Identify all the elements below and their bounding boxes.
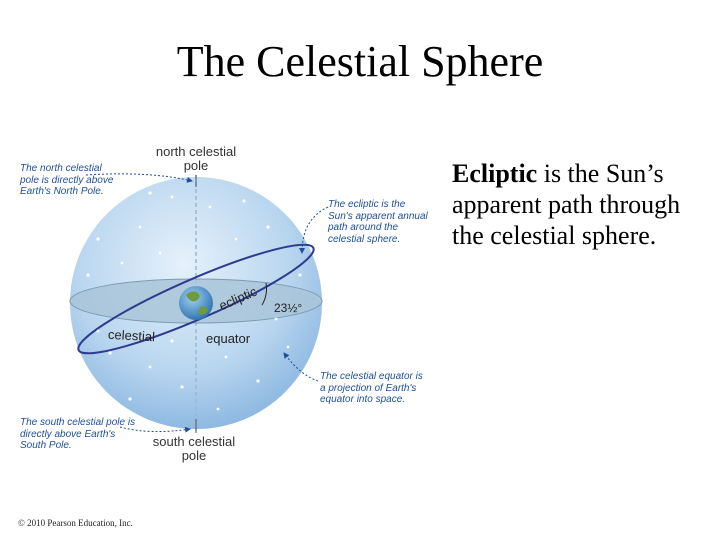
north-pole-label: north celestial pole bbox=[155, 144, 237, 173]
callout-equator-line bbox=[283, 352, 319, 382]
equator-label: equator bbox=[206, 331, 251, 346]
earth-continents bbox=[186, 291, 208, 315]
callout-south-line bbox=[119, 426, 191, 433]
ecliptic-term: Ecliptic bbox=[452, 159, 538, 188]
south-pole-label: south celestial pole bbox=[152, 434, 236, 463]
copyright-notice: © 2010 Pearson Education, Inc. bbox=[18, 518, 133, 528]
callout-north-line bbox=[85, 173, 193, 183]
stars bbox=[86, 191, 302, 411]
ecliptic-definition: Ecliptic is the Sun’s apparent path thro… bbox=[452, 158, 714, 251]
tilt-angle-label: 23½° bbox=[274, 301, 303, 315]
callout-south-pole: The south celestial pole is directly abo… bbox=[20, 417, 136, 451]
callout-ecliptic-line bbox=[299, 206, 329, 254]
callout-north-pole: The north celestial pole is directly abo… bbox=[20, 163, 114, 197]
ecliptic-definition-text: is the Sun’s apparent path through the c… bbox=[452, 159, 681, 250]
slide-title: The Celestial Sphere bbox=[176, 37, 544, 86]
celestial-sphere-diagram: north celestial pole south celestial pol… bbox=[0, 135, 440, 475]
celestial-label: celestial bbox=[107, 326, 156, 345]
sphere-graphic bbox=[69, 173, 329, 433]
callout-ecliptic: The ecliptic is the Sun's apparent annua… bbox=[328, 199, 428, 245]
callout-celestial-equator: The celestial equator is a projection of… bbox=[320, 371, 423, 405]
earth bbox=[179, 286, 213, 320]
tilt-angle-arc bbox=[261, 282, 267, 306]
